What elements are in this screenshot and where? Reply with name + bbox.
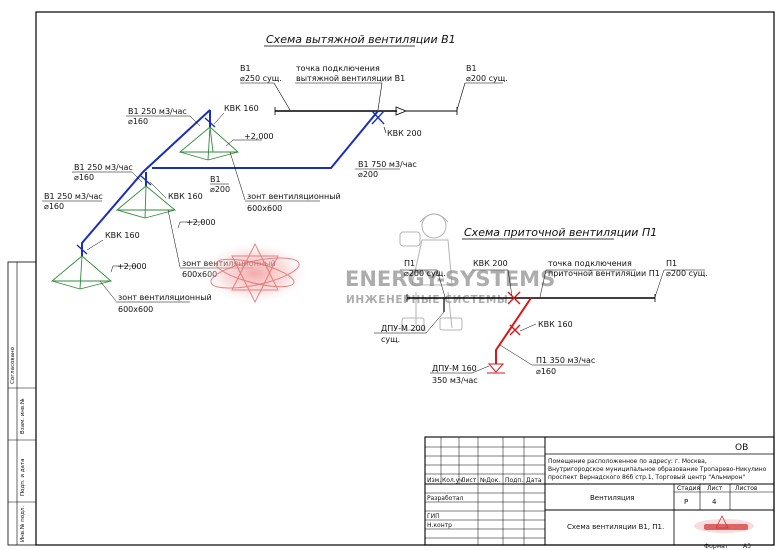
stage-header: Стадия bbox=[677, 485, 700, 492]
kvk160-3: КВК 160 bbox=[105, 231, 140, 240]
branch2-diameter: ⌀160 bbox=[74, 173, 94, 182]
object-desc-line1: Помещение расположенное по адресу: г. Мо… bbox=[548, 458, 707, 465]
supply-conn-note1: точка подключения bbox=[548, 259, 632, 268]
supply-title: Схема приточной вентиляции П1 bbox=[464, 226, 657, 239]
branch3-diameter: ⌀160 bbox=[44, 202, 64, 211]
supply-dpu200: ДПУ-М 200 bbox=[381, 324, 426, 333]
exhaust-right-b1: В1 bbox=[466, 64, 477, 73]
sheets-header: Листов bbox=[735, 485, 758, 492]
col-podp: Подп. bbox=[505, 477, 523, 484]
supply-diffuser bbox=[487, 363, 505, 374]
exhaust-d200-label: ⌀200 bbox=[210, 185, 230, 194]
supply-p1-right-diameter: ⌀200 сущ. bbox=[666, 269, 708, 278]
object-desc-line3: проспект Вернадского 86б стр.1, Торговый… bbox=[548, 474, 745, 481]
supply-p1-left: П1 bbox=[404, 259, 415, 268]
exhaust-title: Схема вытяжной вентиляции В1 bbox=[266, 33, 456, 46]
exhaust-kvk200: КВК 200 bbox=[387, 129, 422, 138]
exhaust-main-diameter: ⌀200 bbox=[358, 170, 378, 179]
exhaust-conn-note1: точка подключения bbox=[296, 64, 380, 73]
sheet-header: Лист bbox=[707, 485, 723, 492]
col-doc: №Док. bbox=[480, 477, 500, 484]
sheet-title: Схема вентиляции В1, П1. bbox=[567, 523, 664, 531]
format-label: Формат bbox=[704, 543, 729, 550]
supply-p1-left-diameter: ⌀200 сущ. bbox=[404, 269, 446, 278]
exhaust-conn-diameter: ⌀250 сущ. bbox=[240, 74, 282, 83]
supply-dpu160: ДПУ-М 160 bbox=[432, 364, 477, 373]
hood-2 bbox=[115, 185, 177, 219]
format-value: А3 bbox=[743, 543, 751, 550]
supply-branch-diameter: ⌀160 bbox=[536, 367, 556, 376]
sheet-number: 4 bbox=[712, 498, 717, 506]
section-name: Вентиляция bbox=[590, 494, 635, 502]
object-desc-line2: Внутригородское муниципальное образовани… bbox=[548, 466, 767, 473]
col-kol: Кол.уч. bbox=[442, 477, 465, 484]
stamp-replace-inv: Взам. инв.№ bbox=[20, 398, 26, 434]
row-normcontrol: Н.контр bbox=[427, 522, 452, 529]
supply-branch-flow: П1 350 м3/час bbox=[536, 356, 595, 365]
supply-dampers bbox=[507, 291, 521, 336]
company-logo bbox=[694, 515, 754, 533]
watermark: ENERGY-SYSTEMS ИНЖЕНЕРНЫЕ СИСТЕМЫ bbox=[200, 213, 555, 331]
branch2-flow: В1 250 м3/час bbox=[74, 163, 133, 172]
hood2-size: 600х600 bbox=[182, 270, 217, 279]
doc-code: ОВ bbox=[735, 443, 748, 453]
supply-p1-right: П1 bbox=[666, 259, 677, 268]
exhaust-b1-label: В1 bbox=[210, 175, 221, 184]
supply-conn-note2: приточной вентиляции П1 bbox=[548, 269, 660, 278]
hood-1 bbox=[178, 126, 240, 161]
hood3-name: зонт вентиляционный bbox=[118, 293, 212, 302]
supply-dpu200-sub: сущ. bbox=[381, 335, 400, 344]
elev-2: +2,000 bbox=[186, 218, 216, 227]
exhaust-right-diameter: ⌀200 сущ. bbox=[466, 74, 508, 83]
title-block bbox=[424, 436, 775, 546]
side-stamp: Согласовано Взам. инв.№ Подп. и дата Инв… bbox=[7, 261, 37, 546]
supply-kvk200: КВК 200 bbox=[473, 259, 508, 268]
kvk160-1: КВК 160 bbox=[224, 104, 259, 113]
row-gip: ГИП bbox=[427, 513, 440, 520]
kvk160-2: КВК 160 bbox=[168, 192, 203, 201]
elev-3: +2,000 bbox=[117, 262, 147, 271]
exhaust-conn-b1: В1 bbox=[240, 64, 251, 73]
exhaust-conn-note2: вытяжной вентиляции В1 bbox=[296, 74, 405, 83]
col-list: Лист bbox=[461, 477, 477, 484]
stamp-agreed: Согласовано bbox=[10, 346, 16, 384]
hood3-size: 600х600 bbox=[118, 305, 153, 314]
branch1-diameter: ⌀160 bbox=[128, 117, 148, 126]
stamp-sign-date: Подп. и дата bbox=[20, 459, 26, 496]
supply-kvk160: КВК 160 bbox=[538, 320, 573, 329]
elev-1: +2,000 bbox=[244, 132, 274, 141]
col-izm: Изм. bbox=[427, 477, 441, 484]
hood1-name: зонт вентиляционный bbox=[247, 192, 341, 201]
exhaust-existing-duct bbox=[240, 82, 503, 116]
branch1-flow: В1 250 м3/час bbox=[128, 107, 187, 116]
watermark-subtitle: ИНЖЕНЕРНЫЕ СИСТЕМЫ bbox=[346, 294, 508, 306]
stage-value: Р bbox=[684, 498, 688, 506]
hood-3 bbox=[50, 255, 113, 290]
supply-duct bbox=[495, 297, 532, 364]
col-data: Дата bbox=[526, 477, 542, 484]
stamp-inv-orig: Инв.№ подл. bbox=[20, 506, 26, 542]
hood1-size: 600х600 bbox=[247, 204, 282, 213]
exhaust-main-flow: В1 750 м3/час bbox=[358, 160, 417, 169]
supply-dpu160-flow: 350 м3/час bbox=[432, 376, 478, 385]
branch3-flow: В1 250 м3/час bbox=[44, 192, 103, 201]
exhaust-dampers bbox=[76, 110, 385, 255]
row-developer: Разработал bbox=[427, 495, 464, 502]
watermark-brand: ENERGY-SYSTEMS bbox=[345, 267, 555, 291]
